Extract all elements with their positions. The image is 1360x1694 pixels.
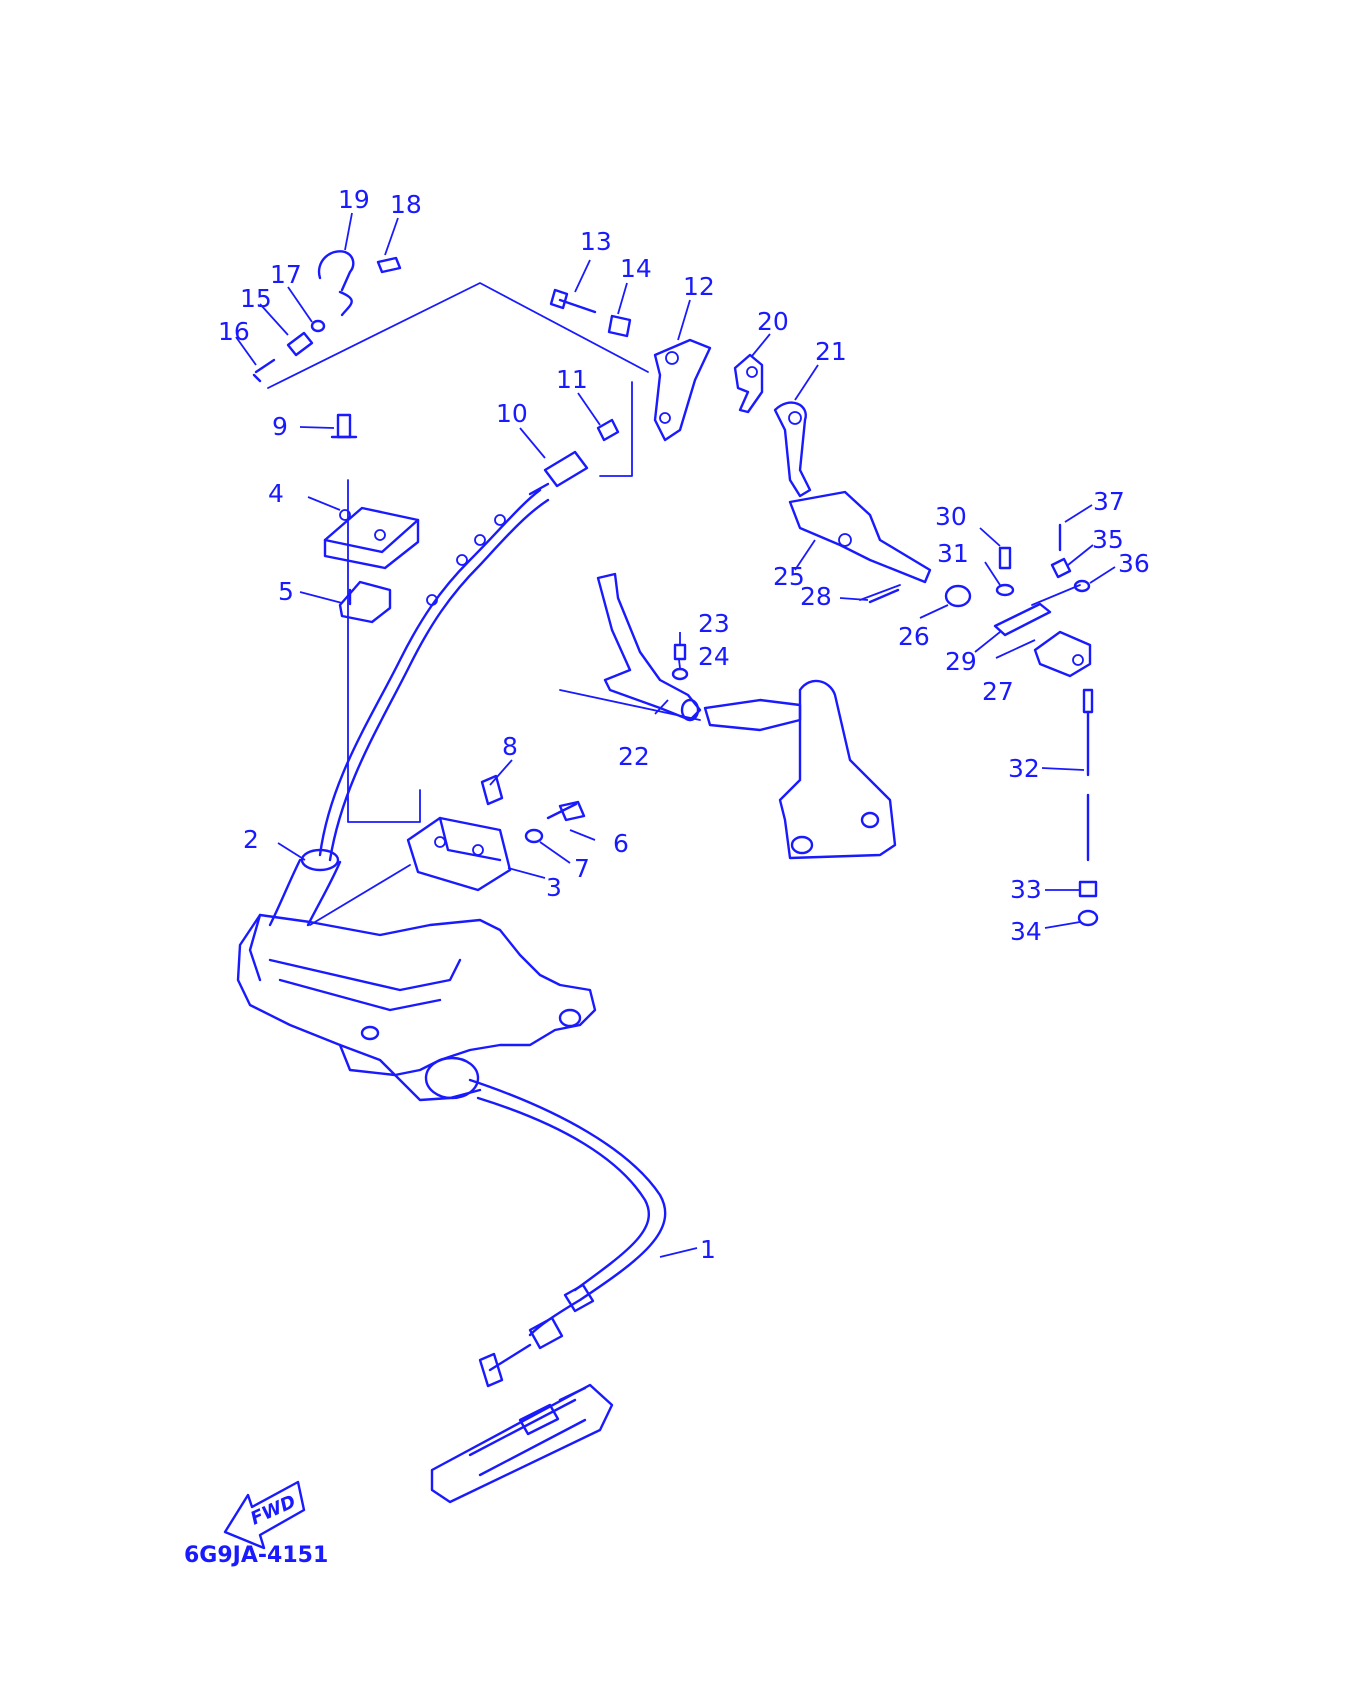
- part-label-5: 5: [278, 577, 294, 606]
- fwd-arrow-icon: FWD: [223, 1480, 306, 1550]
- part-label-2: 2: [243, 825, 259, 854]
- part-label-37: 37: [1093, 487, 1125, 516]
- part-label-11: 11: [556, 365, 588, 394]
- diagram-code: 6G9JA-4151: [184, 1543, 328, 1568]
- shaft-25: [788, 490, 932, 584]
- callout-lines: [235, 212, 1116, 1258]
- part-label-28: 28: [800, 582, 832, 611]
- rod-19: [317, 250, 355, 317]
- part-label-35: 35: [1092, 525, 1124, 554]
- part-label-36: 36: [1118, 549, 1150, 578]
- part-label-3: 3: [546, 873, 562, 902]
- clamp-4: [323, 506, 420, 570]
- bolt-30: [998, 546, 1012, 570]
- clip-16: [252, 358, 276, 383]
- throttle-cable-2: [268, 488, 550, 927]
- washer-24: [671, 667, 689, 681]
- lever-21: [773, 401, 812, 498]
- nut-35: [1050, 557, 1072, 579]
- lever-12: [653, 338, 712, 442]
- shift-pedestal: [703, 679, 897, 860]
- part-label-20: 20: [757, 307, 789, 336]
- bolt-13: [549, 288, 597, 314]
- bushing-26: [944, 584, 972, 608]
- clip-11: [596, 418, 620, 442]
- part-label-9: 9: [272, 412, 288, 441]
- cable-joint-10: [528, 450, 589, 496]
- plug-9: [330, 413, 358, 439]
- part-label-13: 13: [580, 227, 612, 256]
- part-label-12: 12: [683, 272, 715, 301]
- clip-18: [376, 256, 402, 274]
- cable-holder-3: [406, 816, 512, 892]
- part-label-24: 24: [698, 642, 730, 671]
- part-labels: 1 2 3 4 5 6 7 8 9 10 11 12 13 14 15 16 1…: [218, 185, 1150, 1264]
- nut-33: [1078, 880, 1098, 898]
- part-label-1: 1: [700, 1235, 716, 1264]
- bushing-8: [480, 774, 504, 806]
- fwd-label: FWD: [247, 1491, 299, 1529]
- part-label-26: 26: [898, 622, 930, 651]
- screw-23: [673, 643, 687, 661]
- holder-15: [286, 331, 314, 357]
- plate-29: [993, 602, 1052, 637]
- part-label-17: 17: [270, 260, 302, 289]
- joint-27: [1033, 630, 1092, 678]
- part-label-4: 4: [268, 479, 284, 508]
- bottom-cowling-bracket: [236, 913, 597, 1102]
- clamp-5: [338, 580, 392, 624]
- washer-36: [1073, 579, 1091, 593]
- part-label-19: 19: [338, 185, 370, 214]
- washer-7: [524, 828, 544, 844]
- throttle-cable-1: [468, 1078, 667, 1388]
- part-label-34: 34: [1010, 917, 1042, 946]
- washer-17: [310, 319, 326, 333]
- part-label-22: 22: [618, 742, 650, 771]
- assembly-guide-lines: [267, 282, 1081, 926]
- pin-28: [868, 588, 900, 604]
- part-label-8: 8: [502, 732, 518, 761]
- lever-22: [596, 572, 702, 722]
- part-label-33: 33: [1010, 875, 1042, 904]
- part-label-32: 32: [1008, 754, 1040, 783]
- part-label-25: 25: [773, 562, 805, 591]
- part-label-29: 29: [945, 647, 977, 676]
- part-label-6: 6: [613, 829, 629, 858]
- part-label-27: 27: [982, 677, 1014, 706]
- remote-bracket: [430, 1383, 614, 1504]
- part-label-15: 15: [240, 284, 272, 313]
- part-label-30: 30: [935, 502, 967, 531]
- bolt-6: [546, 800, 586, 822]
- part-label-10: 10: [496, 399, 528, 428]
- part-label-31: 31: [937, 539, 969, 568]
- collar-14: [607, 314, 632, 338]
- part-label-16: 16: [218, 317, 250, 346]
- part-label-23: 23: [698, 609, 730, 638]
- part-label-14: 14: [620, 254, 652, 283]
- rod-32: [1082, 688, 1094, 862]
- part-label-21: 21: [815, 337, 847, 366]
- washer-31: [995, 583, 1015, 597]
- link-20: [733, 353, 764, 414]
- nut-34: [1077, 909, 1099, 927]
- part-label-18: 18: [390, 190, 422, 219]
- part-label-7: 7: [574, 854, 590, 883]
